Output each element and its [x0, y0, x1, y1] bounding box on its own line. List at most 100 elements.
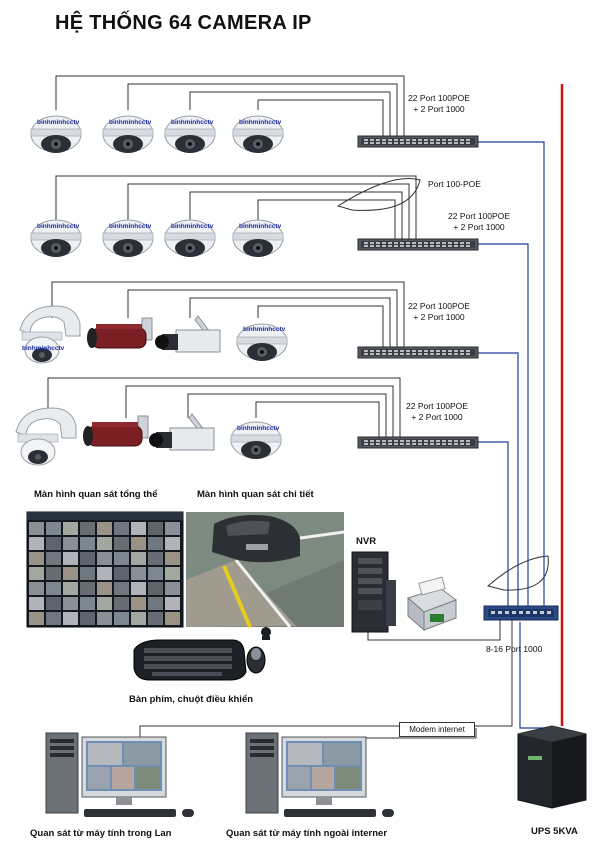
- dome-camera: binhminhcctv: [230, 421, 282, 460]
- switch-row4-label: 22 Port 100POE + 2 Port 1000: [396, 401, 478, 423]
- camera-feed-thumbnail: [46, 537, 61, 550]
- mouse: [246, 646, 266, 674]
- camera-feed-thumbnail: [114, 612, 129, 625]
- camera-feed-thumbnail: [63, 612, 78, 625]
- camera-feed-thumbnail: [114, 522, 129, 535]
- svg-text:binhminhcctv: binhminhcctv: [37, 119, 80, 126]
- svg-text:binhminhcctv: binhminhcctv: [109, 119, 152, 126]
- camera-feed-thumbnail: [63, 582, 78, 595]
- camera-feed-thumbnail: [46, 567, 61, 580]
- switch-row2-label-line1: 22 Port 100POE: [448, 211, 510, 221]
- ups-device: [517, 725, 587, 809]
- svg-text:binhminhcctv: binhminhcctv: [171, 223, 214, 230]
- camera-feed-thumbnail: [114, 582, 129, 595]
- core-switch-label: 8-16 Port 1000: [486, 644, 543, 654]
- camera-feed-thumbnail: [131, 582, 146, 595]
- camera-feed-thumbnail: [80, 552, 95, 565]
- switch-row3-label: 22 Port 100POE + 2 Port 1000: [398, 301, 480, 323]
- camera-feed-thumbnail: [97, 582, 112, 595]
- camera-feed-thumbnail: [148, 597, 163, 610]
- bullet-camera: [82, 415, 149, 447]
- svg-text:binhminhcctv: binhminhcctv: [243, 326, 286, 333]
- switch-row4-label-line2: + 2 Port 1000: [411, 412, 463, 422]
- uplink-cables: [478, 141, 556, 729]
- camera-feed-thumbnail: [114, 567, 129, 580]
- keyboard-label: Bàn phím, chuột điều khiển: [129, 694, 254, 705]
- switch-row4-label-line1: 22 Port 100POE: [406, 401, 468, 411]
- camera-feed-thumbnail: [165, 522, 180, 535]
- detail-monitor-label: Màn hình quan sát chi tiết: [197, 489, 314, 500]
- lan-pc-label: Quan sát từ máy tính trong Lan: [30, 828, 172, 839]
- camera-feed-thumbnail: [29, 612, 44, 625]
- camera-feed-thumbnail: [148, 552, 163, 565]
- box-camera: [148, 413, 215, 451]
- printer: [406, 576, 458, 632]
- camera-feed-thumbnail: [80, 597, 95, 610]
- camera-feed-thumbnail: [97, 567, 112, 580]
- remote-pc-label: Quan sát từ máy tính ngoài interner: [226, 828, 388, 839]
- camera-feed-thumbnail: [29, 537, 44, 550]
- camera-feed-thumbnail: [97, 552, 112, 565]
- dome-camera: binhminhcctv: [232, 115, 284, 154]
- svg-text:binhminhcctv: binhminhcctv: [239, 223, 282, 230]
- camera-feed-thumbnail: [80, 582, 95, 595]
- camera-feed-thumbnail: [165, 537, 180, 550]
- camera-feed-thumbnail: [46, 552, 61, 565]
- switch-row3-label-line1: 22 Port 100POE: [408, 301, 470, 311]
- poe-cables: [47, 75, 549, 752]
- dome-camera: binhminhcctv: [164, 219, 216, 258]
- camera-feed-thumbnail: [63, 552, 78, 565]
- dome-camera: binhminhcctv: [232, 219, 284, 258]
- svg-text:binhminhcctv: binhminhcctv: [237, 425, 280, 432]
- camera-feed-thumbnail: [29, 567, 44, 580]
- camera-feed-thumbnail: [131, 597, 146, 610]
- camera-feed-thumbnail: [46, 597, 61, 610]
- camera-feed-thumbnail: [148, 537, 163, 550]
- camera-feed-thumbnail: [114, 597, 129, 610]
- camera-feed-thumbnail: [63, 537, 78, 550]
- camera-feed-thumbnail: [114, 552, 129, 565]
- overview-monitor-screen: [26, 511, 184, 628]
- camera-feed-thumbnail: [148, 582, 163, 595]
- svg-text:binhminhcctv: binhminhcctv: [22, 345, 65, 352]
- camera-feed-thumbnail: [29, 552, 44, 565]
- nvr-label: NVR: [356, 536, 377, 547]
- camera-feed-thumbnail: [63, 567, 78, 580]
- camera-feed-thumbnail: [63, 597, 78, 610]
- camera-feed-thumbnail: [80, 567, 95, 580]
- switch-row3: [357, 346, 479, 359]
- camera-feed-thumbnail: [131, 537, 146, 550]
- dome-camera: binhminhcctv: [102, 219, 154, 258]
- camera-feed-thumbnail: [148, 612, 163, 625]
- switch-row1-label-line1: 22 Port 100POE: [408, 93, 470, 103]
- svg-text:binhminhcctv: binhminhcctv: [171, 119, 214, 126]
- camera-feed-thumbnail: [29, 582, 44, 595]
- camera-feed-thumbnail: [97, 612, 112, 625]
- switch-row4: [357, 436, 479, 449]
- camera-feed-thumbnail: [97, 597, 112, 610]
- camera-feed-thumbnail: [165, 597, 180, 610]
- camera-feed-thumbnail: [80, 537, 95, 550]
- camera-feed-thumbnail: [131, 612, 146, 625]
- camera-feed-thumbnail: [46, 522, 61, 535]
- camera-feed-thumbnail: [131, 552, 146, 565]
- switch-row1: [357, 135, 479, 148]
- box-camera: [154, 315, 221, 353]
- remote-pc: [245, 732, 395, 818]
- bullet-camera: [86, 317, 153, 349]
- camera-feed-thumbnail: [131, 567, 146, 580]
- camera-feed-thumbnail: [165, 552, 180, 565]
- detail-monitor-screen: [186, 512, 345, 628]
- switch-row2-label: 22 Port 100POE + 2 Port 1000: [438, 211, 520, 233]
- camera-feed-thumbnail: [97, 537, 112, 550]
- poe-hub-label: Port 100-POE: [428, 179, 481, 189]
- switch-row2: [357, 238, 479, 251]
- camera-feed-thumbnail: [29, 522, 44, 535]
- switch-row1-label-line2: + 2 Port 1000: [413, 104, 465, 114]
- camera-feed-thumbnail: [114, 537, 129, 550]
- switch-row2-label-line2: + 2 Port 1000: [453, 222, 505, 232]
- camera-feed-thumbnail: [165, 612, 180, 625]
- camera-feed-thumbnail: [46, 612, 61, 625]
- camera-feed-thumbnail: [97, 522, 112, 535]
